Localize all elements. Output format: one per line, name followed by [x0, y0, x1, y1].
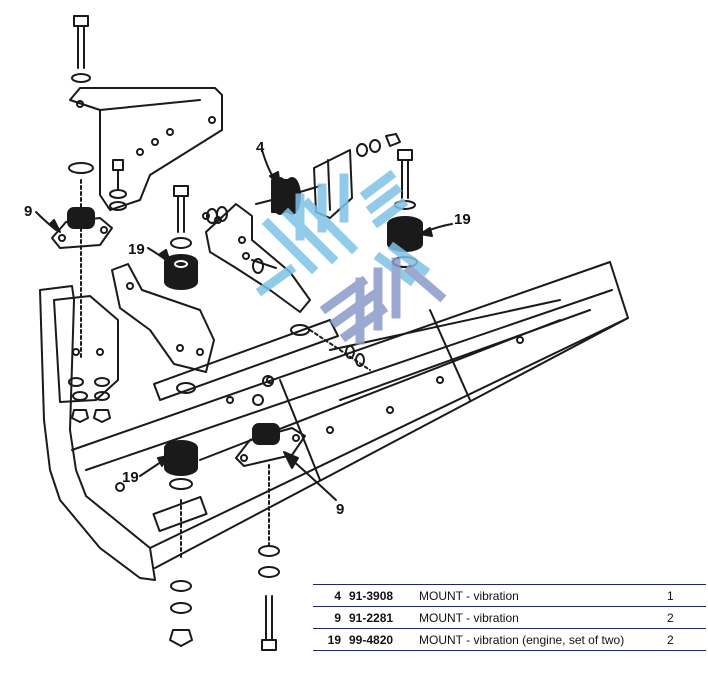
item-number: 19 — [327, 632, 341, 647]
part-description: MOUNT - vibration — [419, 588, 519, 603]
mount-19-center — [164, 254, 198, 290]
bolt-bottom — [258, 464, 280, 651]
callout-19-center: 19 — [128, 241, 145, 258]
chassis-frame — [39, 261, 629, 581]
item-number: 4 — [334, 588, 341, 603]
part-quantity: 1 — [667, 588, 674, 603]
part-description: MOUNT - vibration (engine, set of two) — [419, 632, 625, 647]
callout-9-upper: 9 — [24, 203, 32, 220]
part-quantity: 2 — [667, 632, 674, 647]
callout-9-lower: 9 — [336, 501, 344, 518]
callout-19-right: 19 — [454, 211, 471, 228]
bolt-top-left — [68, 15, 94, 361]
part-quantity: 2 — [667, 610, 674, 625]
table-row: 19 99-4820 MOUNT - vibration (engine, se… — [313, 628, 706, 651]
parts-list-table: 4 91-3908 MOUNT - vibration 1 9 91-2281 … — [313, 584, 706, 651]
left-support-plate — [53, 295, 119, 423]
bolt-left-lower — [169, 499, 193, 647]
mount-19-lower — [164, 440, 198, 490]
part-number: 99-4820 — [349, 632, 394, 647]
left-upright-bracket — [69, 87, 223, 211]
bolt-right — [394, 149, 416, 210]
part-description: MOUNT - vibration — [419, 610, 519, 625]
leader-19-center — [147, 247, 167, 261]
mount-9-upper — [51, 207, 113, 249]
callout-4: 4 — [256, 139, 265, 156]
callout-19-lower: 19 — [122, 469, 139, 486]
item-number: 9 — [334, 610, 341, 625]
bolt-center — [170, 185, 192, 249]
table-row: 4 91-3908 MOUNT - vibration 1 — [313, 584, 706, 607]
angle-piece-left — [111, 263, 215, 373]
mount-9-lower — [235, 423, 306, 467]
table-row: 9 91-2281 MOUNT - vibration 2 — [313, 606, 706, 629]
center-bracket — [202, 203, 311, 313]
watermark-logo — [255, 169, 447, 345]
part-number: 91-3908 — [349, 588, 394, 603]
part-number: 91-2281 — [349, 610, 394, 625]
